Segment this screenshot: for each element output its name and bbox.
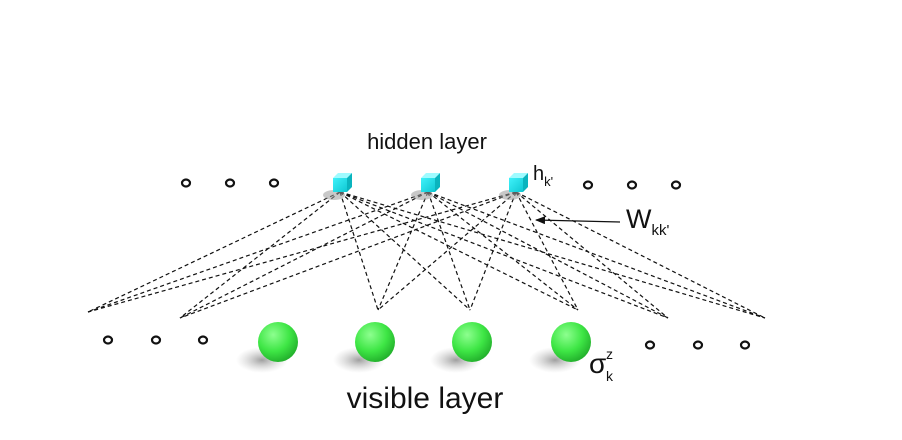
- visible-units: [236, 322, 591, 373]
- weight-subscript: kk': [651, 222, 669, 239]
- visible-unit-sphere: [258, 322, 298, 362]
- connection-line: [339, 191, 579, 311]
- weight-label: Wkk': [626, 204, 669, 239]
- ellipsis-ring: [102, 335, 114, 345]
- connection-line: [339, 191, 471, 311]
- weight-connections: [87, 191, 766, 319]
- visible-layer-label: visible layer: [347, 382, 504, 415]
- hidden-unit-label: hk': [533, 163, 553, 189]
- weight-symbol: W: [626, 204, 652, 234]
- ellipsis-ring: [626, 180, 638, 190]
- hidden-unit-side-face: [523, 173, 528, 192]
- hidden-unit-front-face: [421, 178, 435, 192]
- connection-line: [469, 191, 517, 311]
- hidden-unit-side-face: [435, 173, 440, 192]
- visible-unit: [236, 322, 298, 373]
- connection-line: [179, 191, 341, 319]
- ellipsis-ring: [224, 178, 236, 188]
- ellipsis-ring: [644, 340, 656, 350]
- connection-line: [427, 191, 471, 311]
- hidden-unit-top-face: [421, 173, 440, 178]
- connection-line: [427, 191, 766, 319]
- hidden-unit: [499, 173, 528, 200]
- ellipsis-rings: [102, 178, 751, 350]
- ellipsis-ring: [268, 178, 280, 188]
- hidden-unit: [323, 173, 352, 200]
- variance-symbol: σ: [589, 348, 606, 379]
- hidden-units: [323, 173, 528, 200]
- visible-unit-sphere: [452, 322, 492, 362]
- hidden-unit-subscript: k': [544, 174, 553, 189]
- connection-line: [377, 191, 517, 311]
- connection-line: [179, 191, 517, 319]
- connection-line: [515, 191, 766, 319]
- connection-line: [377, 191, 429, 311]
- connection-line: [339, 191, 669, 319]
- hidden-unit-symbol: h: [533, 163, 544, 185]
- connection-line: [427, 191, 669, 319]
- hidden-unit-shadow: [411, 190, 433, 200]
- variance-subscript: k: [606, 368, 614, 384]
- hidden-unit-top-face: [333, 173, 352, 178]
- connection-line: [87, 191, 341, 313]
- hidden-unit-front-face: [333, 178, 347, 192]
- ellipsis-ring: [582, 180, 594, 190]
- hidden-layer-label: hidden layer: [367, 129, 487, 154]
- ellipsis-ring: [150, 335, 162, 345]
- connection-line: [339, 191, 766, 319]
- connection-line: [87, 191, 429, 313]
- visible-unit: [430, 322, 492, 373]
- hidden-unit-top-face: [509, 173, 528, 178]
- ellipsis-ring: [692, 340, 704, 350]
- hidden-unit-front-face: [509, 178, 523, 192]
- hidden-unit-shadow: [323, 190, 345, 200]
- hidden-unit: [411, 173, 440, 200]
- visible-unit-sphere: [355, 322, 395, 362]
- ellipsis-ring: [197, 335, 209, 345]
- visible-unit: [529, 322, 591, 373]
- connection-line: [339, 191, 379, 311]
- connection-line: [179, 191, 429, 319]
- ellipsis-ring: [739, 340, 751, 350]
- weight-arrow: [535, 216, 621, 225]
- hidden-unit-side-face: [347, 173, 352, 192]
- connection-line: [515, 191, 579, 311]
- ellipsis-ring: [180, 178, 192, 188]
- connection-line: [427, 191, 579, 311]
- ellipsis-ring: [670, 180, 682, 190]
- visible-unit: [333, 322, 395, 373]
- connection-line: [515, 191, 669, 319]
- visible-unit-sphere: [551, 322, 591, 362]
- hidden-unit-shadow: [499, 190, 521, 200]
- variance-superscript: z: [606, 346, 613, 362]
